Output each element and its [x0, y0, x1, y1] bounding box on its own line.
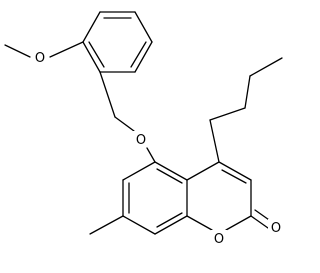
atom-ether-oxygen: O [133, 131, 149, 148]
bond [4, 44, 31, 58]
bond [134, 41, 153, 73]
coumarin-benzo-ring [122, 161, 188, 235]
methoxyphenyl-ring [82, 11, 153, 73]
methoxy-group [4, 41, 84, 58]
bond [209, 119, 220, 163]
bond [82, 41, 101, 73]
double-bond-inner [221, 169, 247, 184]
double-bond-inner [88, 41, 105, 68]
atom-carbonyl-oxygen: O [268, 219, 284, 236]
bond [134, 11, 153, 43]
bond [244, 75, 251, 109]
double-bond-inner [130, 41, 147, 68]
oxygen-label: O [35, 51, 45, 66]
bond [186, 215, 213, 231]
oxygen-label: O [136, 133, 146, 148]
atom-ring-oxygen: O [211, 230, 227, 247]
double-bond-inner [156, 168, 183, 184]
bond [186, 161, 220, 181]
oxygen-label: O [271, 221, 281, 236]
oxygen-label: O [214, 232, 224, 247]
chemical-structure-diagram: O O O O [4, 11, 284, 247]
double-bond-inner [156, 212, 183, 228]
bond [114, 116, 135, 132]
bond [250, 215, 269, 229]
bond [225, 215, 252, 231]
bond [154, 161, 188, 181]
bond [146, 147, 156, 163]
bond [209, 107, 246, 121]
benzyloxy-linker [99, 71, 156, 163]
methyl-bond [89, 215, 124, 235]
bond [99, 71, 116, 118]
bond [154, 215, 188, 235]
bond [249, 57, 283, 77]
bond [122, 215, 156, 235]
bond [49, 41, 84, 58]
bond [218, 161, 252, 181]
bond [122, 161, 156, 181]
butyl-chain [209, 57, 283, 163]
atom-methoxy-oxygen: O [32, 50, 48, 66]
bond [82, 11, 101, 43]
pyranone-ring [186, 161, 252, 231]
